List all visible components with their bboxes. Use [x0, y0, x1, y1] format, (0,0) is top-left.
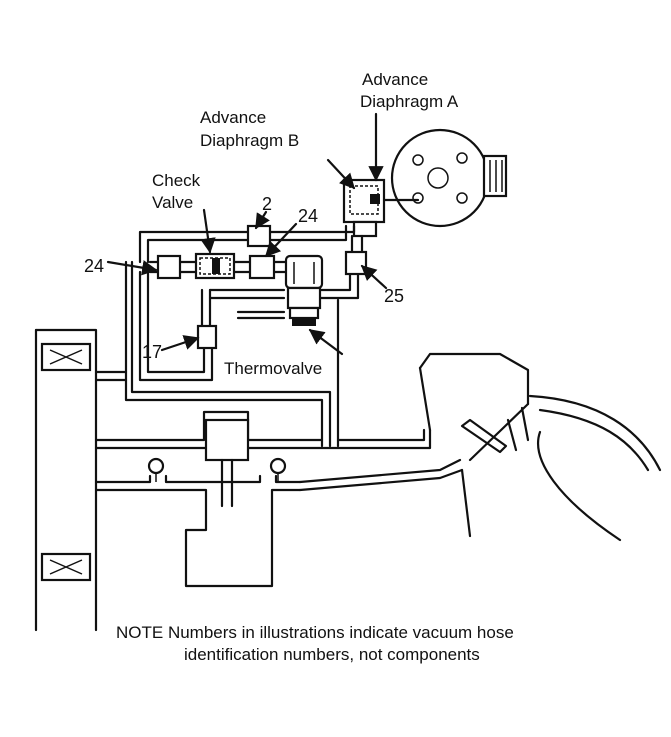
advance-diaphragm-unit: [342, 178, 420, 238]
note-line-2: identification numbers, not components: [184, 645, 480, 664]
intake-manifold: [34, 328, 662, 632]
advance-diaphragm-b-label-line2: Diaphragm B: [200, 131, 299, 150]
check-valve-label-line1: Check: [152, 171, 201, 190]
hose-24-left-label: 24: [84, 256, 104, 276]
hose-2-label: 2: [262, 194, 272, 214]
hose-connectors: [156, 224, 368, 350]
advance-diaphragm-a-label-line1: Advance: [362, 70, 428, 89]
advance-diaphragm-b-label-line1: Advance: [200, 108, 266, 127]
hose-25-label: 25: [384, 286, 404, 306]
thermovalve-label: Thermovalve: [224, 359, 322, 378]
check-valve: [194, 252, 236, 280]
hose-24-upper-label: 24: [298, 206, 318, 226]
thermovalve: [284, 254, 324, 326]
hose-17-label: 17: [142, 342, 162, 362]
distributor: [390, 128, 508, 228]
advance-diaphragm-a-label-line2: Diaphragm A: [360, 92, 459, 111]
leader-arrows: [106, 112, 388, 356]
note-line-1: NOTE Numbers in illustrations indicate v…: [116, 623, 514, 642]
check-valve-label-line2: Valve: [152, 193, 193, 212]
